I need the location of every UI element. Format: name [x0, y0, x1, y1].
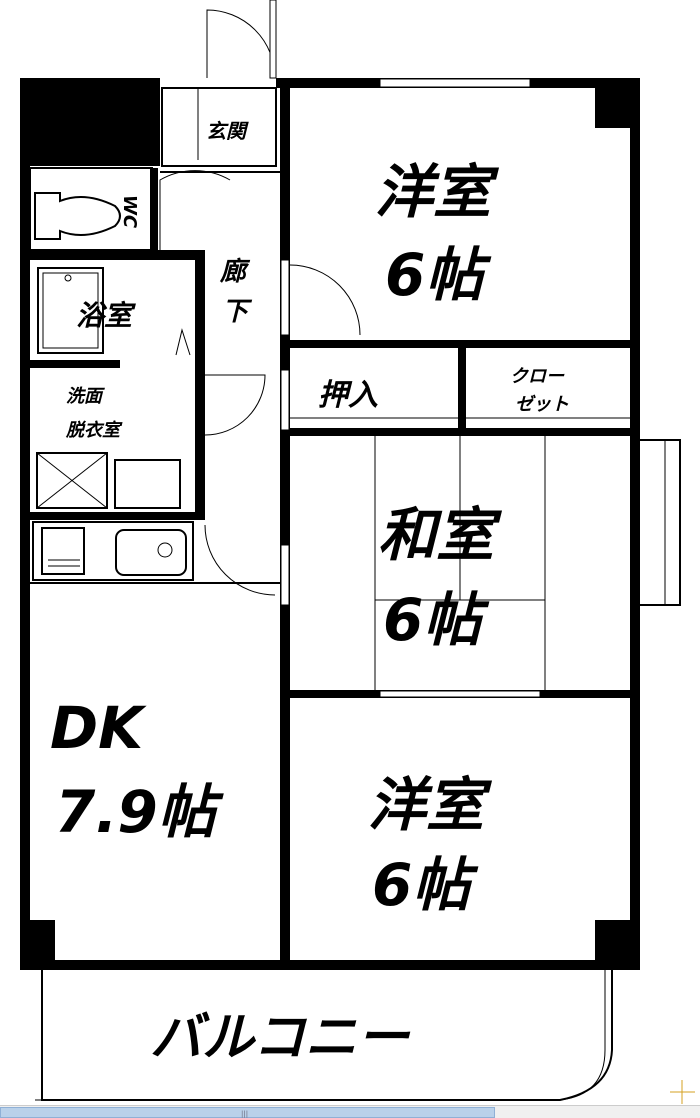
bath-label: 浴室 [76, 299, 136, 332]
oshiire-label: 押入 [318, 378, 378, 413]
grip-icon: ||| [241, 1110, 249, 1118]
toilet-fixture [34, 192, 121, 240]
horizontal-scrollbar[interactable]: ||| [0, 1105, 700, 1118]
dk-label: DK [50, 694, 147, 762]
entrance-door [206, 9, 276, 79]
entrance-label: 玄関 [206, 119, 249, 143]
outer-wall-top-left [20, 78, 160, 166]
toilet-label: WC [119, 195, 140, 229]
corridor-label-1: 廊 [219, 257, 251, 287]
dk-size-label: 7.9帖 [55, 778, 225, 846]
kitchen-sink [115, 529, 187, 576]
japanese-room-label: 和室 [378, 501, 503, 569]
western-room-1-label: 洋室 [375, 158, 500, 226]
outer-wall-right [630, 78, 640, 970]
western-room-1-size: 6帖 [385, 241, 492, 309]
entrance-area [161, 87, 277, 167]
closet-label-2: ゼット [515, 394, 569, 415]
stove [41, 527, 85, 575]
corridor-label-2: 下 [222, 297, 253, 327]
scrollbar-thumb[interactable]: ||| [0, 1107, 495, 1118]
washbasin [114, 459, 181, 509]
western-room-2-size: 6帖 [372, 851, 479, 919]
outer-wall-left [20, 78, 30, 970]
outer-wall-bottom [20, 960, 640, 970]
washroom-label-1: 洗面 [66, 386, 105, 407]
bay-window [640, 439, 681, 606]
toilet-door [159, 170, 231, 250]
japanese-room-size: 6帖 [383, 586, 490, 654]
closet-label-1: クロー [510, 366, 565, 387]
washroom-label-2: 脱衣室 [65, 420, 123, 441]
western-room-2-label: 洋室 [368, 771, 493, 839]
balcony-label: バルコニー [150, 1008, 411, 1068]
